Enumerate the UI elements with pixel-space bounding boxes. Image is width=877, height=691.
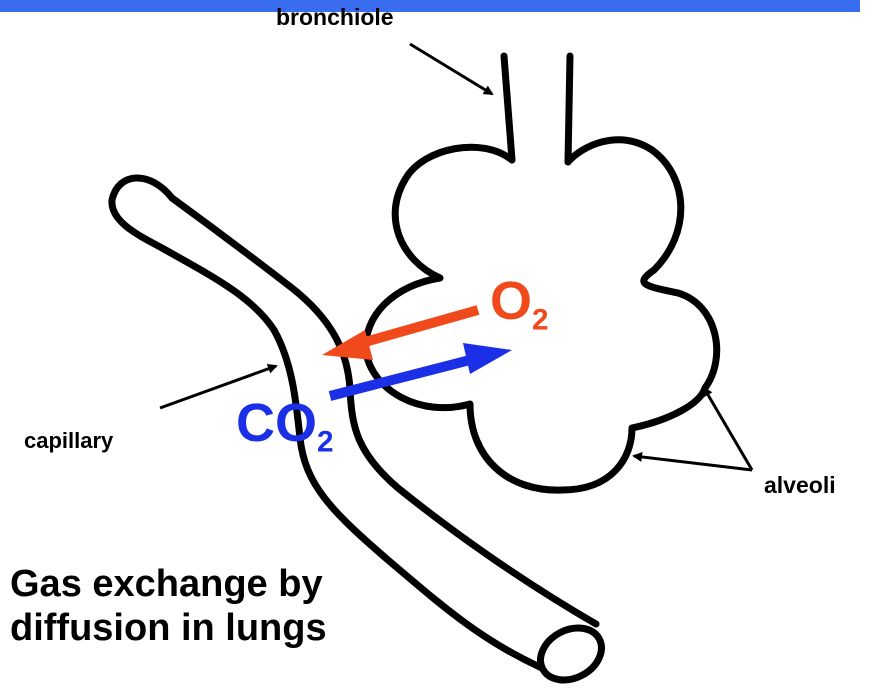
- co2-label: CO2: [236, 392, 334, 459]
- o2-main-text: O: [490, 271, 533, 331]
- bronchiole-label: bronchiole: [276, 4, 394, 30]
- bronchiole-pointer-arrow: [409, 42, 494, 96]
- alveoli-pointer-arrow-upper: [702, 386, 754, 471]
- alveoli-shape: [362, 52, 721, 494]
- caption-line-2: diffusion in lungs: [10, 607, 327, 649]
- caption-line-1: Gas exchange by: [10, 563, 323, 605]
- co2-subscript: 2: [317, 425, 334, 459]
- pointer-arrows: [159, 42, 754, 472]
- capillary-label: capillary: [24, 428, 114, 453]
- co2-main-text: CO: [236, 393, 317, 453]
- o2-label: O2: [490, 270, 549, 337]
- o2-diffusion-arrow: [322, 305, 480, 360]
- diagram-caption: Gas exchange by diffusion in lungs: [10, 562, 327, 650]
- alveoli-pointer-arrow-lower: [632, 451, 753, 472]
- co2-diffusion-arrow: [328, 343, 512, 401]
- capillary-pointer-arrow: [159, 364, 278, 410]
- alveoli-label: alveoli: [764, 472, 836, 498]
- top-banner-bar: [0, 0, 860, 12]
- o2-subscript: 2: [532, 303, 549, 337]
